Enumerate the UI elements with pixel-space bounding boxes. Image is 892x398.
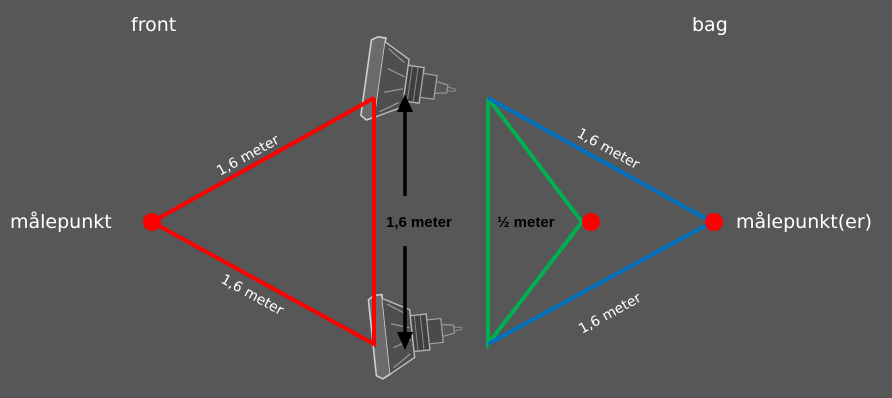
- red-triangle: [147, 96, 376, 348]
- bag-label: bag: [692, 14, 728, 36]
- half-measure-point: [582, 213, 600, 231]
- green-triangle: [486, 96, 585, 350]
- right-measure-point: [705, 213, 723, 231]
- speaker-gap-label: 1,6 meter: [386, 214, 452, 231]
- left-point-label: målepunkt: [10, 210, 112, 233]
- front-label: front: [131, 14, 176, 36]
- left-measure-point: [143, 213, 161, 231]
- half-meter-label: ½ meter: [497, 214, 555, 231]
- blue-bottom-distance: 1,6 meter: [576, 290, 644, 337]
- gap-arrow: [397, 94, 413, 350]
- right-point-label: målepunkt(er): [736, 210, 872, 233]
- speaker-bottom-icon: [367, 285, 468, 381]
